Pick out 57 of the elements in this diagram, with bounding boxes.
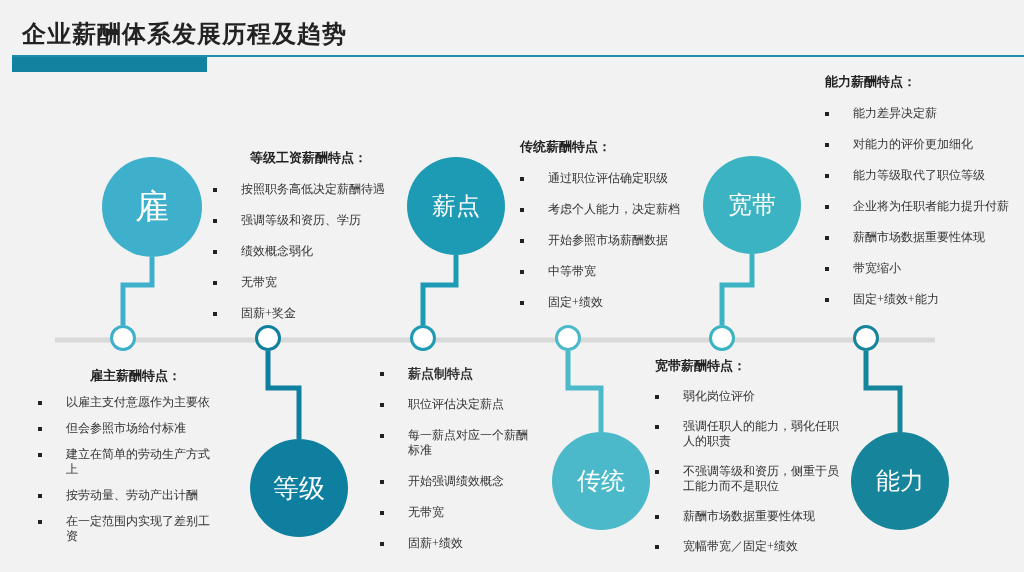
list-item: 薪酬市场数据重要性体现 [683,509,816,524]
connector-line [863,351,903,432]
list-item: 但会参照市场给付标准 [66,421,187,436]
list-item: 强调等级和资历、学历 [241,213,362,228]
list-item: 无带宽 [408,505,445,520]
timeline-ring [410,325,436,351]
list-item: 带宽缩小 [853,261,902,276]
list-item: 通过职位评估确定职级 [548,171,669,186]
timeline-ring [709,325,735,351]
diagram-title: 企业薪酬体系发展历程及趋势 [22,20,347,49]
list-item: 绩效概念弱化 [241,244,314,259]
list-item: 按照职务高低决定薪酬待遇 [241,182,386,197]
list-item: 中等带宽 [548,264,597,279]
list-heading: 传统薪酬特点： [520,139,612,155]
list-heading: 能力薪酬特点： [825,74,917,90]
list-item: 开始参照市场薪酬数据 [548,233,669,248]
connector-line [420,255,459,325]
list-item: 对能力的评价更加细化 [853,137,974,152]
list-item: 弱化岗位评价 [683,389,756,404]
list-item: 考虑个人能力，决定薪档 [548,202,681,217]
list-item: 固定+绩效 [548,295,604,310]
list-item: 开始强调绩效概念 [408,474,505,489]
list-item: 职位评估决定薪点 [408,397,505,412]
list-item: 无带宽 [241,275,278,290]
timeline-ring [110,325,136,351]
stage-label: 宽带 [728,191,776,220]
list-item: 以雇主支付意愿作为主要依 [66,395,211,410]
list-heading: 等级工资薪酬特点： [250,150,368,166]
list-item: 每一薪点对应一个薪酬标准 [408,428,529,458]
list-item: 不强调等级和资历，侧重于员工能力而不是职位 [683,464,840,494]
list-item: 能力等级取代了职位等级 [853,168,986,183]
stage-label: 能力 [876,467,924,496]
list-item: 企业将为任职者能力提升付薪 [853,199,1010,214]
timeline-ring [555,325,581,351]
list-item: 按劳动量、劳动产出计酬 [66,488,199,503]
connector-line [719,254,755,325]
list-heading: 雇主薪酬特点： [90,368,182,384]
timeline-ring [255,325,281,351]
list-item: 建立在简单的劳动生产方式上 [66,447,211,477]
list-item: 固薪+绩效 [408,536,464,551]
connector-line [565,351,604,432]
connector-line [265,351,302,439]
list-item: 薪酬市场数据重要性体现 [853,230,986,245]
connector-line [120,257,155,325]
list-item: 固定+绩效+能力 [853,292,940,307]
list-item: 宽幅带宽／固定+绩效 [683,539,799,554]
list-item: 固薪+奖金 [241,306,297,321]
stage-label: 雇 [135,187,169,227]
list-heading: 宽带薪酬特点： [655,358,747,374]
timeline-ring [853,325,879,351]
stage-label: 等级 [273,472,325,505]
list-item: 能力差异决定薪 [853,106,938,121]
list-heading: 薪点制特点 [408,366,474,381]
stage-label: 薪点 [432,192,480,221]
stage-label: 传统 [577,467,625,496]
list-item: 强调任职人的能力，弱化任职人的职责 [683,419,840,449]
list-item: 在一定范围内实现了差别工资 [66,514,211,544]
